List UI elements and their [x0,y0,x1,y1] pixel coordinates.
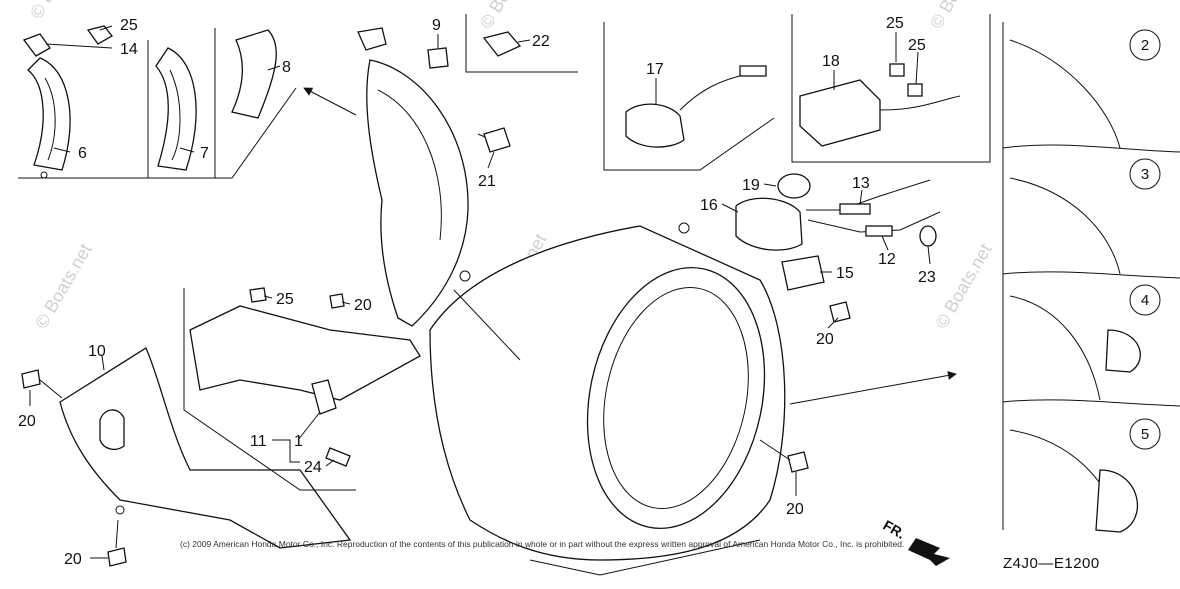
callout-15: 15 [836,265,854,282]
callout-16: 16 [700,197,718,214]
callout-20: 20 [786,501,804,518]
fan-cover [429,222,786,576]
bolt-part-20 [329,293,345,309]
bolt-part-25c [907,83,923,97]
copyright-notice: (c) 2009 American Honda Motor Co., Inc. … [180,539,905,549]
clip-part-14 [22,33,51,57]
variant-badge [1129,158,1161,190]
bolt-part-25b [889,63,905,77]
reference-arrow [303,87,357,116]
callout-17: 17 [646,61,664,78]
module-part-15 [781,255,825,291]
callouts: 25 14 6 7 8 9 22 21 17 25 25 18 19 13 16… [18,15,936,568]
shroud-part-6 [27,57,71,171]
switch-part-17 [625,103,685,148]
callout-11: 11 [250,433,267,450]
variant-column: 2 3 4 5 [1002,22,1180,533]
leader-lines [29,25,931,559]
variant-badge [1129,284,1161,316]
callout-6: 6 [78,145,87,162]
callout-10: 10 [88,343,106,360]
callout-23: 23 [918,269,936,286]
watermark-text: © Boats.net [26,0,90,22]
callout-24: 24 [304,459,322,476]
shroud-variant-box [18,25,297,179]
bolt-part-25a [86,25,113,45]
callout-22: 22 [532,33,550,50]
variant-badge [1129,418,1161,450]
variant-number: 5 [1141,426,1149,443]
callout-20: 20 [64,551,82,568]
bolt-part-24 [325,447,351,467]
variant-badge [1129,29,1161,61]
callout-20: 20 [354,297,372,314]
watermark-text: © Boats.net [31,240,95,332]
shroud-part-8 [231,29,277,119]
clip-part-9 [427,47,449,69]
watermark-text: © Boats.net [476,0,540,32]
variant-number: 2 [1141,37,1149,54]
callout-8: 8 [282,59,291,76]
switch-part-16 [735,197,803,251]
upper-shroud [357,27,507,327]
diagram-code: Z4J0—E1200 [1003,555,1100,572]
callout-19: 19 [742,177,760,194]
callout-1: 1 [294,433,303,450]
clip-box [427,14,578,73]
control-part-18 [799,79,881,147]
connector-part-12 [865,225,893,237]
callout-20: 20 [816,331,834,348]
bolt-part-20 [21,369,41,389]
callout-18: 18 [822,53,840,70]
shroud-part-7 [155,47,197,171]
bolts [21,127,851,567]
clip-part-23 [919,225,937,247]
watermark-text: © Boats.net [931,240,995,332]
callout-9: 9 [432,17,441,34]
callout-25: 25 [120,17,138,34]
switch-box [603,22,775,171]
cover-part-10 [59,347,352,549]
callout-21: 21 [478,173,496,190]
control-box [791,14,991,163]
callout-12: 12 [878,251,896,268]
callout-14: 14 [120,41,138,58]
front-arrow-icon [908,538,950,566]
grommet-part-19 [777,173,811,199]
callout-25: 25 [276,291,294,308]
callout-25: 25 [886,15,904,32]
reference-arrow [789,371,957,405]
bolt-part-20 [107,547,127,567]
variant-number: 4 [1141,292,1149,309]
bolt-part-25d [249,287,267,303]
bolt-part-20 [787,451,809,473]
switch-assy [735,173,941,291]
callout-20: 20 [18,413,36,430]
watermark-text: © Boats.net [926,0,990,32]
clip-part-22 [482,31,522,57]
lower-cover [59,347,352,549]
callout-13: 13 [852,175,870,192]
bolt-part-20 [829,301,851,323]
bolt-part-21 [483,127,511,153]
bracket-part-1 [189,305,421,401]
connector-part-13 [839,203,871,215]
callout-7: 7 [200,145,209,162]
bracket-box [183,288,421,491]
variant-number: 3 [1141,166,1149,183]
connector [739,65,767,77]
callout-25: 25 [908,37,926,54]
